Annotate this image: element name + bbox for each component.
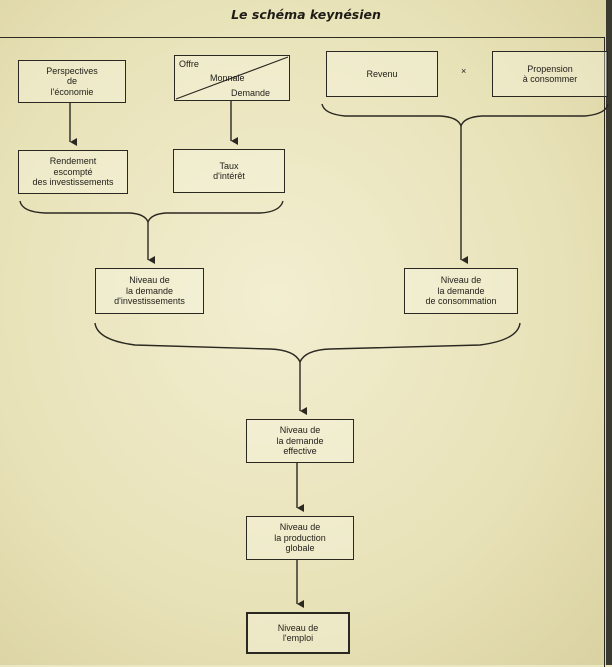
brace-investment-inputs bbox=[19, 200, 284, 224]
box-production-globale: Niveau de la production globale bbox=[246, 516, 354, 560]
brace-demand bbox=[94, 322, 521, 364]
diagonal-line bbox=[175, 56, 289, 100]
brace-consumption-inputs bbox=[321, 103, 609, 129]
box-rendement: Rendement escompté des investissements bbox=[18, 150, 128, 194]
box-niveau-investissements: Niveau de la demande d'investissements bbox=[95, 268, 204, 314]
box-emploi: Niveau de l'emploi bbox=[246, 612, 350, 654]
box-revenu: Revenu bbox=[326, 51, 438, 97]
box-offre-monnaie-demande: Offre Monnaie Demande bbox=[174, 55, 290, 101]
box-propension: Propension à consommer bbox=[492, 51, 608, 97]
demande-label: Demande bbox=[231, 88, 271, 98]
box-demande-effective: Niveau de la demande effective bbox=[246, 419, 354, 463]
offre-label: Offre bbox=[179, 59, 199, 69]
monnaie-label: Monnaie bbox=[210, 73, 245, 83]
page-edge-shadow bbox=[606, 0, 612, 665]
box-niveau-consommation: Niveau de la demande de consommation bbox=[404, 268, 518, 314]
multiply-operator: × bbox=[461, 66, 467, 76]
box-perspectives: Perspectives de l'économie bbox=[18, 60, 126, 103]
diagram-frame bbox=[0, 37, 605, 667]
diagram-title: Le schéma keynésien bbox=[231, 7, 381, 22]
box-taux: Taux d'intérêt bbox=[173, 149, 285, 193]
